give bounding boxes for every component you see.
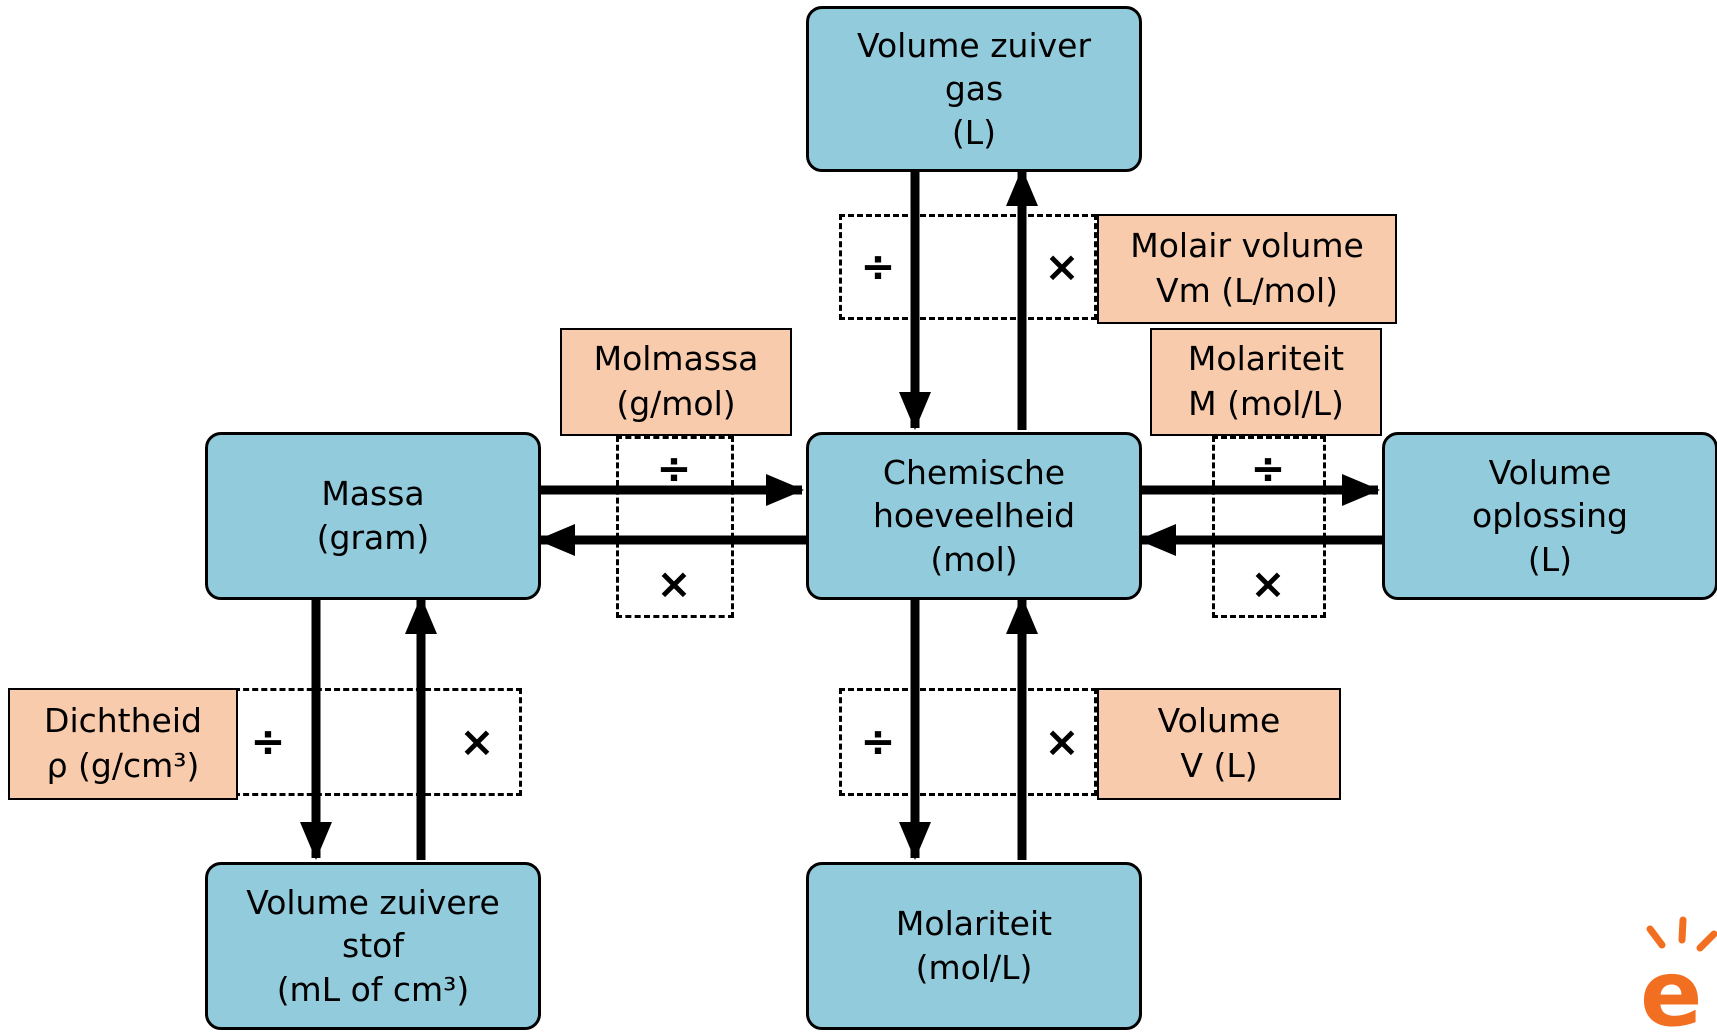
divide-operator-volume: ÷ (860, 717, 896, 766)
factor-dichtheid-label: Dichtheid ρ (g/cm³) (44, 701, 202, 785)
factor-molair-volume-label: Molair volume Vm (L/mol) (1130, 226, 1364, 310)
node-volume-zuivere-stof: Volume zuivere stof (mL of cm³) (205, 862, 541, 1030)
node-volume-zuivere-stof-label: Volume zuivere stof (mL of cm³) (246, 882, 500, 1009)
operator-box-molariteit (1212, 436, 1326, 618)
node-molariteit-label: Molariteit (mol/L) (895, 904, 1053, 987)
multiply-operator-gas: × (1044, 242, 1080, 291)
factor-dichtheid: Dichtheid ρ (g/cm³) (8, 688, 238, 800)
brand-logo: e (1632, 915, 1717, 1034)
divide-operator-molmassa: ÷ (656, 444, 692, 493)
factor-molair-volume: Molair volume Vm (L/mol) (1097, 214, 1397, 324)
operator-box-dichtheid (234, 688, 522, 796)
factor-molmassa: Molmassa (g/mol) (560, 328, 792, 436)
node-volume-oplossing-label: Volume oplossing (L) (1472, 452, 1628, 579)
node-volume-zuiver-gas-label: Volume zuiver gas (L) (856, 25, 1092, 152)
divide-operator-molariteit: ÷ (1250, 444, 1286, 493)
node-massa: Massa (gram) (205, 432, 541, 600)
node-volume-oplossing: Volume oplossing (L) (1382, 432, 1717, 600)
multiply-operator-dichtheid: × (459, 717, 495, 766)
factor-molariteit-m: Molariteit M (mol/L) (1150, 328, 1382, 436)
brand-logo-graphic: e (1640, 916, 1717, 1034)
node-chemische-hoeveelheid-label: Chemische hoeveelheid (mol) (872, 452, 1076, 579)
node-molariteit: Molariteit (mol/L) (806, 862, 1142, 1030)
divide-operator-dichtheid: ÷ (250, 717, 286, 766)
operator-box-gas (839, 214, 1097, 320)
multiply-operator-volume: × (1044, 717, 1080, 766)
multiply-operator-molariteit: × (1250, 559, 1286, 608)
factor-molariteit-m-label: Molariteit M (mol/L) (1187, 339, 1345, 423)
factor-volume-v: Volume V (L) (1097, 688, 1341, 800)
node-volume-zuiver-gas: Volume zuiver gas (L) (806, 6, 1142, 172)
node-chemische-hoeveelheid: Chemische hoeveelheid (mol) (806, 432, 1142, 600)
factor-volume-v-label: Volume V (L) (1157, 701, 1281, 785)
multiply-operator-molmassa: × (656, 559, 692, 608)
logo-letter: e (1640, 940, 1702, 1034)
node-massa-label: Massa (gram) (316, 474, 430, 557)
logo-rays-icon (1646, 916, 1717, 952)
operator-box-molmassa (616, 436, 734, 618)
factor-molmassa-label: Molmassa (g/mol) (593, 339, 759, 423)
operator-box-volume (839, 688, 1097, 796)
divide-operator-gas: ÷ (860, 242, 896, 291)
